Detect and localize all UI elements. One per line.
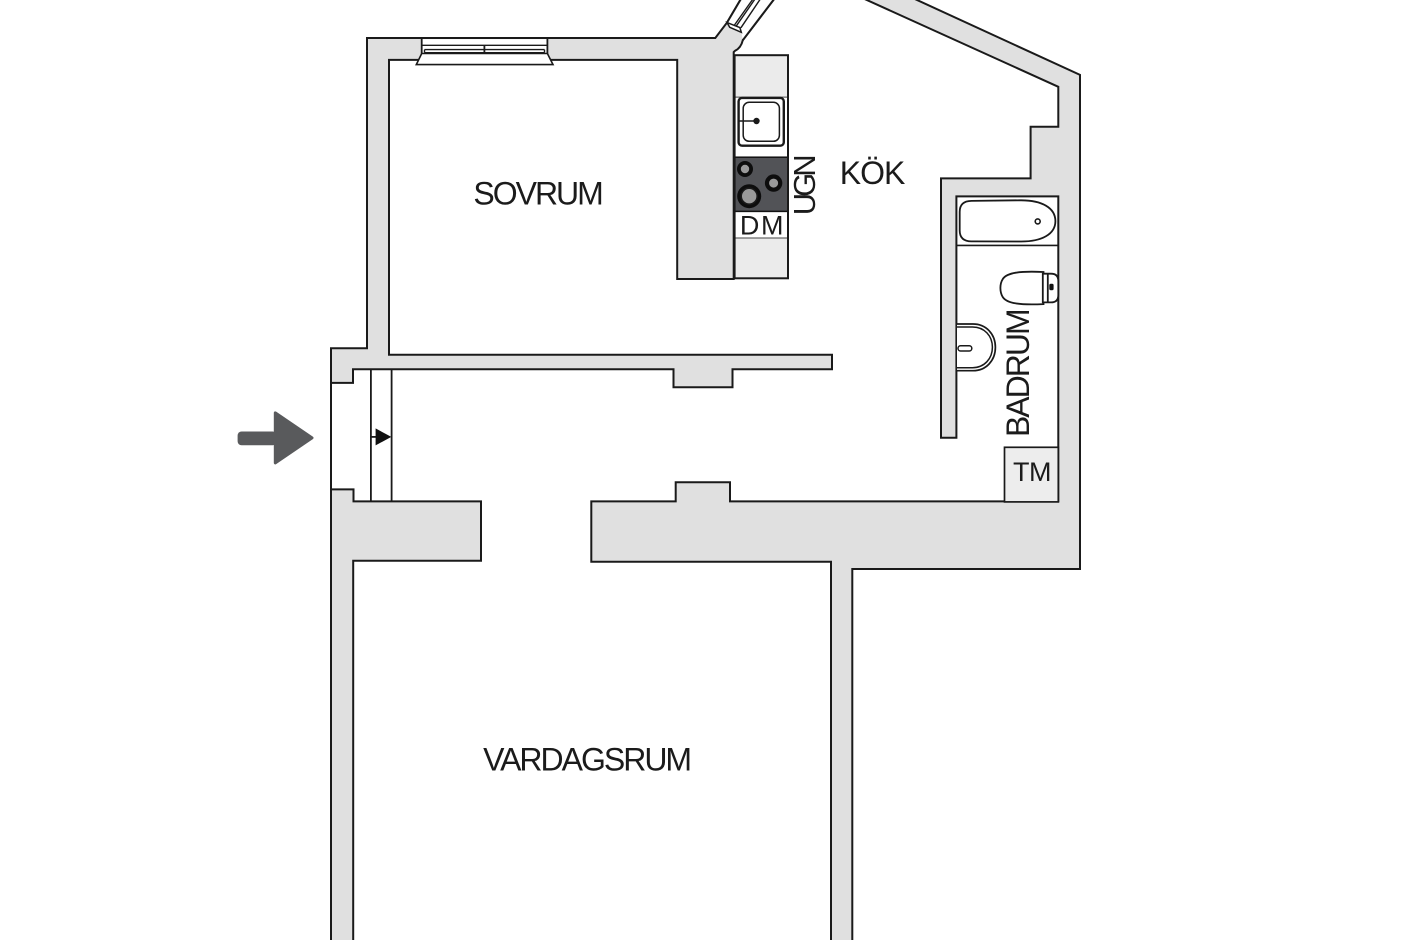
svg-text:KÖK: KÖK <box>840 155 905 191</box>
svg-text:SOVRUM: SOVRUM <box>473 176 602 212</box>
svg-text:VARDAGSRUM: VARDAGSRUM <box>483 742 690 778</box>
svg-text:DM: DM <box>740 210 785 240</box>
svg-text:BADRUM: BADRUM <box>1000 310 1036 437</box>
svg-text:UGN: UGN <box>787 157 822 216</box>
svg-text:TM: TM <box>1013 457 1051 487</box>
